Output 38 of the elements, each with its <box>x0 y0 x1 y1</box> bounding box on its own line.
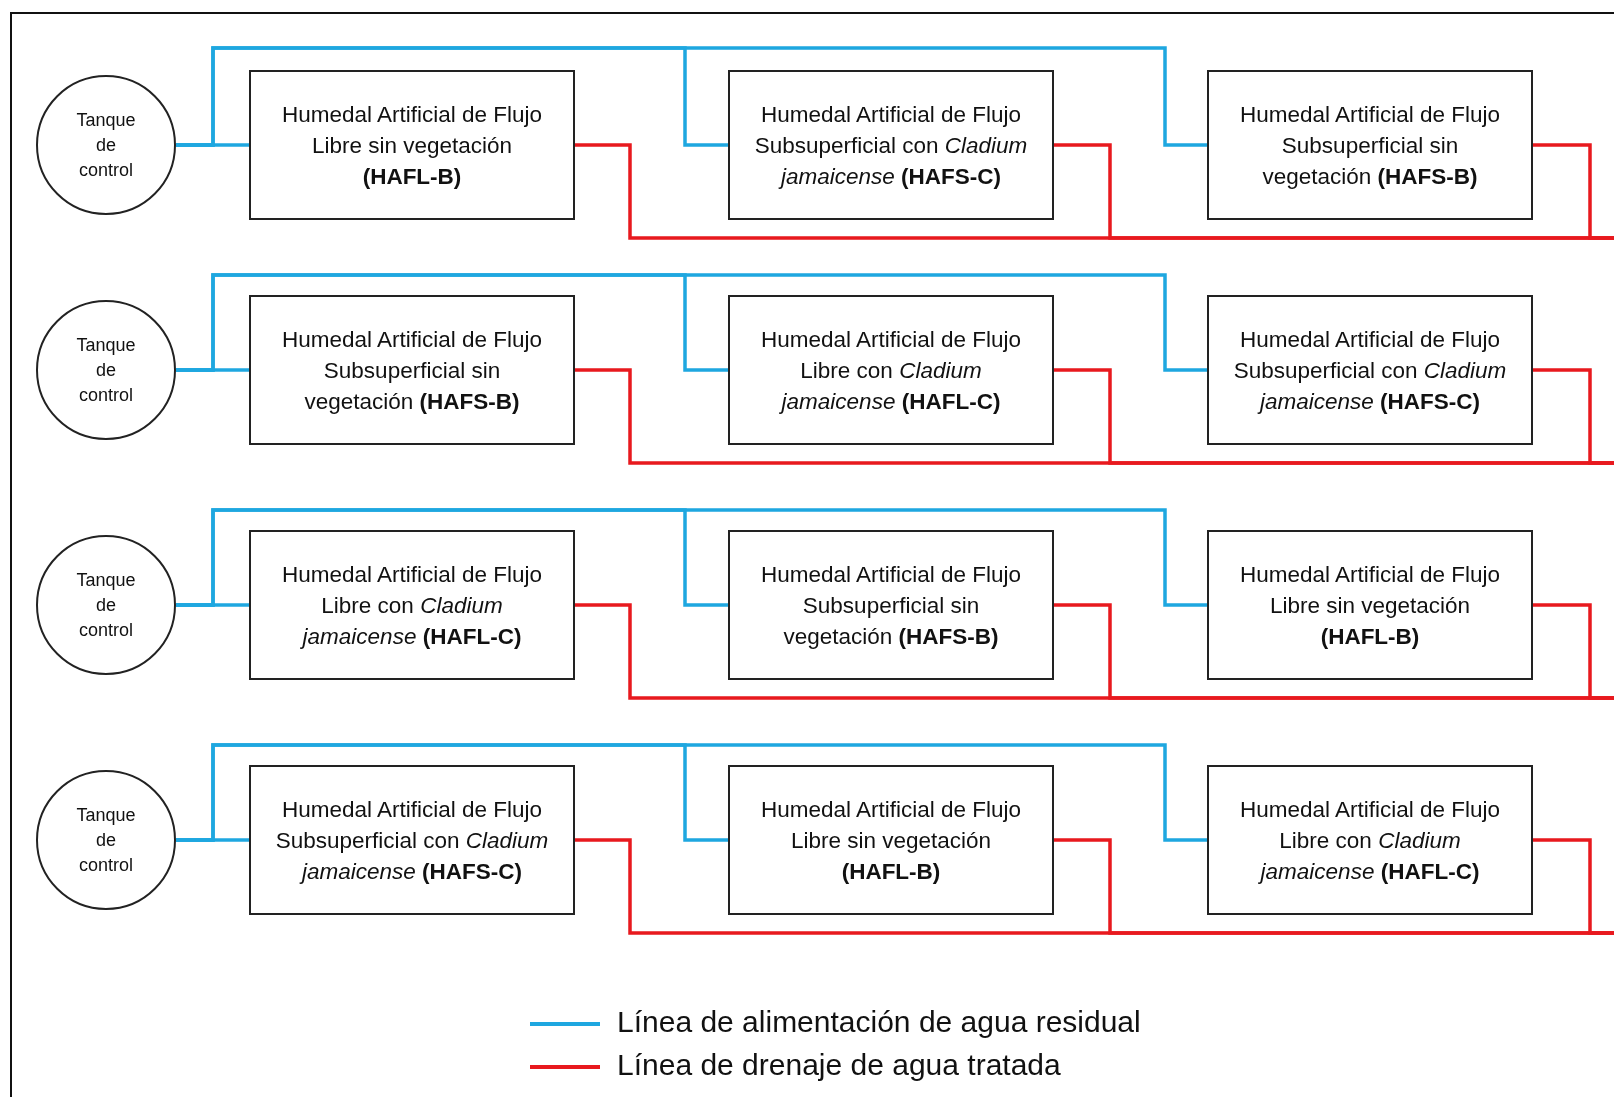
node-label: Tanque de control <box>75 568 137 642</box>
drain-pipe <box>1533 368 1614 465</box>
node-label: Humedal Artificial de Flujo Libre con Cladium jamaicense (HAFL-C) <box>1238 795 1502 886</box>
node-label: Humedal Artificial de Flujo Subsuperficial con Cladium jamaicense (HAFS-C) <box>274 795 550 886</box>
wetland-box <box>1207 530 1533 680</box>
node-label: Humedal Artificial de Flujo Libre sin vegetación (HAFL-B) <box>280 100 544 191</box>
wetland-box <box>728 295 1054 445</box>
node-label: Humedal Artificial de Flujo Libre con Cladium jamaicense (HAFL-C) <box>280 560 544 651</box>
node-label: Tanque de control <box>75 333 137 407</box>
wetland-box <box>249 295 575 445</box>
node-label: Humedal Artificial de Flujo Subsuperficial con Cladium jamaicense (HAFS-C) <box>753 100 1029 191</box>
wetland-box <box>1207 70 1533 220</box>
wetland-box <box>728 70 1054 220</box>
wetland-box <box>728 765 1054 915</box>
node-label: Humedal Artificial de Flujo Subsuperficial sin vegetación (HAFS-B) <box>280 325 544 416</box>
feed-pipe <box>176 743 1207 842</box>
node-label: Humedal Artificial de Flujo Libre sin vegetación (HAFL-B) <box>1238 560 1502 651</box>
drain-pipe <box>1533 838 1614 935</box>
node-label: Humedal Artificial de Flujo Subsuperficial sin vegetación (HAFS-B) <box>759 560 1023 651</box>
wetland-box <box>249 530 575 680</box>
legend-label: Línea de drenaje de agua tratada <box>617 1048 1061 1082</box>
feed-pipe <box>176 508 1207 607</box>
node-label: Humedal Artificial de Flujo Libre sin vegetación (HAFL-B) <box>759 795 1023 886</box>
drain-pipe <box>1533 603 1614 700</box>
node-label: Tanque de control <box>75 108 137 182</box>
feed-pipe <box>176 273 1207 372</box>
wetland-box <box>728 530 1054 680</box>
wetland-box <box>249 70 575 220</box>
node-label: Humedal Artificial de Flujo Subsuperficial con Cladium jamaicense (HAFS-C) <box>1232 325 1508 416</box>
legend-label: Línea de alimentación de agua residual <box>617 1005 1141 1039</box>
node-label: Humedal Artificial de Flujo Libre con Cladium jamaicense (HAFL-C) <box>759 325 1023 416</box>
node-label: Humedal Artificial de Flujo Subsuperficial sin vegetación (HAFS-B) <box>1238 100 1502 191</box>
feed-pipe <box>176 46 1207 147</box>
wetland-box <box>249 765 575 915</box>
wetland-box <box>1207 295 1533 445</box>
node-label: Tanque de control <box>75 803 137 877</box>
wetland-box <box>1207 765 1533 915</box>
drain-pipe <box>1533 143 1614 240</box>
